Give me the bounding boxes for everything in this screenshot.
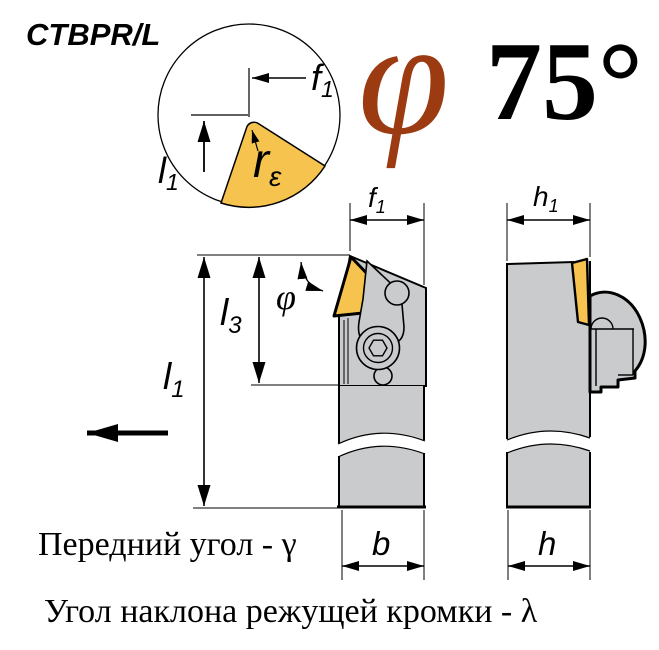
svg-text:f1: f1 — [368, 182, 386, 217]
clamp-side — [588, 290, 647, 394]
caption-rake-angle: Передний угол - γ — [38, 526, 297, 563]
b-label: b — [372, 525, 390, 562]
detail-dim-l1: l1 — [158, 114, 248, 195]
dim-h: h — [507, 510, 591, 580]
front-view — [332, 254, 427, 509]
dim-phi-angle: φ — [276, 261, 324, 317]
dim-l1: l1 — [163, 257, 338, 509]
svg-text:rε: rε — [253, 135, 282, 192]
page-title: CTBPR/L — [26, 17, 160, 52]
svg-text:l1: l1 — [158, 150, 179, 195]
detail-dim-corner-radius: rε — [251, 129, 282, 192]
h-label: h — [538, 525, 556, 562]
side-view — [506, 257, 647, 509]
svg-text:h1: h1 — [533, 181, 559, 216]
svg-text:l1: l1 — [163, 356, 185, 403]
hex-socket — [368, 339, 388, 357]
insert-nose-wedge — [220, 121, 327, 209]
front-shank — [337, 386, 426, 509]
dim-h1-side: h1 — [506, 181, 591, 261]
caption-edge-inclination: Угол наклона режущей кромки - λ — [44, 593, 538, 630]
phi-angle-label: φ — [276, 277, 296, 317]
screw-head — [355, 325, 401, 371]
svg-text:l3: l3 — [220, 292, 242, 339]
main-angle-callout: φ 75° — [358, 0, 643, 169]
detail-dim-f1: f1 — [248, 57, 334, 117]
dim-b: b — [341, 510, 425, 580]
clamp-pivot — [384, 280, 410, 306]
svg-text:f1: f1 — [311, 57, 334, 102]
clamp-and-screw — [355, 259, 410, 386]
dim-l3: l3 — [197, 254, 350, 386]
phi-symbol: φ — [358, 0, 449, 169]
detail-circle: f1 l1 rε — [157, 23, 341, 209]
dim-f1-front: f1 — [349, 182, 425, 285]
side-shank — [506, 261, 591, 509]
angle-value: 75° — [486, 20, 643, 144]
